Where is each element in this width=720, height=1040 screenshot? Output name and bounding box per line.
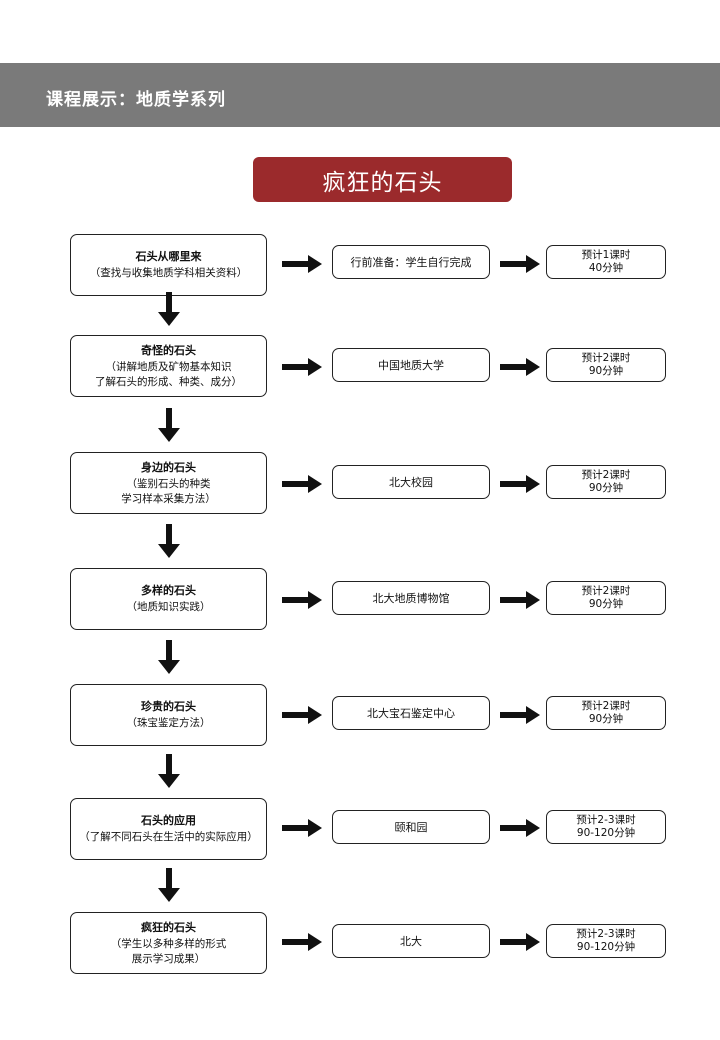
time-minutes: 90分钟 (588, 365, 624, 377)
right-arrow-icon (282, 706, 322, 724)
step-desc: （鉴别石头的种类 (126, 477, 211, 490)
step-box-1: 石头从哪里来 （查找与收集地质学科相关资料） (70, 234, 267, 296)
time-box-2: 预计2课时 90分钟 (546, 348, 666, 382)
down-arrow-icon (158, 754, 180, 788)
location-box-5: 北大宝石鉴定中心 (332, 696, 490, 730)
location-label: 北大地质博物馆 (372, 591, 450, 605)
down-arrow-icon (158, 408, 180, 442)
time-hours: 预计2课时 (581, 585, 631, 597)
right-arrow-icon (500, 358, 540, 376)
time-minutes: 90-120分钟 (576, 941, 636, 953)
step-title: 疯狂的石头 (141, 920, 196, 934)
step-desc: （珠宝鉴定方法） (126, 717, 211, 729)
time-box-1: 预计1课时 40分钟 (546, 245, 666, 279)
location-box-6: 颐和园 (332, 810, 490, 844)
time-hours: 预计2-3课时 (576, 814, 636, 826)
right-arrow-icon (500, 475, 540, 493)
step-desc: 了解石头的形成、种类、成分） (95, 375, 242, 388)
time-hours: 预计1课时 (581, 249, 631, 261)
right-arrow-icon (282, 255, 322, 273)
location-label: 北大校园 (389, 475, 433, 489)
time-minutes: 90-120分钟 (576, 827, 636, 839)
time-box-7: 预计2-3课时 90-120分钟 (546, 924, 666, 958)
step-box-4: 多样的石头 （地质知识实践） (70, 568, 267, 630)
location-label: 颐和园 (394, 820, 428, 834)
down-arrow-icon (158, 868, 180, 902)
step-box-6: 石头的应用 （了解不同石头在生活中的实际应用） (70, 798, 267, 860)
right-arrow-icon (500, 933, 540, 951)
time-box-4: 预计2课时 90分钟 (546, 581, 666, 615)
step-desc: （地质知识实践） (126, 601, 211, 613)
right-arrow-icon (282, 475, 322, 493)
time-hours: 预计2课时 (581, 352, 631, 364)
step-box-3: 身边的石头 （鉴别石头的种类 学习样本采集方法） (70, 452, 267, 514)
time-box-5: 预计2课时 90分钟 (546, 696, 666, 730)
right-arrow-icon (500, 255, 540, 273)
right-arrow-icon (282, 358, 322, 376)
step-desc: （讲解地质及矿物基本知识 (105, 360, 232, 373)
time-minutes: 40分钟 (588, 262, 624, 274)
right-arrow-icon (500, 819, 540, 837)
right-arrow-icon (282, 933, 322, 951)
time-minutes: 90分钟 (588, 482, 624, 494)
header-bar: 课程展示：地质学系列 (0, 63, 720, 127)
step-title: 石头的应用 (141, 814, 196, 827)
time-box-6: 预计2-3课时 90-120分钟 (546, 810, 666, 844)
step-title: 石头从哪里来 (135, 250, 202, 263)
right-arrow-icon (282, 591, 322, 609)
location-label: 行前准备：学生自行完成 (350, 255, 472, 269)
step-desc: （学生以多种多样的形式 (110, 937, 227, 950)
step-desc: （了解不同石头在生活中的实际应用） (79, 831, 258, 843)
location-box-3: 北大校园 (332, 465, 490, 499)
location-box-1: 行前准备：学生自行完成 (332, 245, 490, 279)
diagram-title: 疯狂的石头 (322, 169, 443, 196)
time-minutes: 90分钟 (588, 713, 624, 725)
location-label: 北大 (400, 934, 422, 948)
time-box-3: 预计2课时 90分钟 (546, 465, 666, 499)
step-title: 身边的石头 (141, 460, 196, 474)
right-arrow-icon (500, 706, 540, 724)
step-desc: 学习样本采集方法） (121, 492, 216, 505)
down-arrow-icon (158, 292, 180, 326)
location-label: 中国地质大学 (378, 358, 444, 372)
location-box-2: 中国地质大学 (332, 348, 490, 382)
time-hours: 预计2课时 (581, 469, 631, 481)
page-title: 课程展示：地质学系列 (46, 90, 226, 110)
right-arrow-icon (500, 591, 540, 609)
step-box-7: 疯狂的石头 （学生以多种多样的形式 展示学习成果） (70, 912, 267, 974)
time-minutes: 90分钟 (588, 598, 624, 610)
location-box-4: 北大地质博物馆 (332, 581, 490, 615)
step-desc: 展示学习成果） (131, 952, 206, 965)
down-arrow-icon (158, 640, 180, 674)
step-title: 奇怪的石头 (141, 343, 196, 357)
down-arrow-icon (158, 524, 180, 558)
location-label: 北大宝石鉴定中心 (367, 706, 455, 720)
step-box-5: 珍贵的石头 （珠宝鉴定方法） (70, 684, 267, 746)
location-box-7: 北大 (332, 924, 490, 958)
step-box-2: 奇怪的石头 （讲解地质及矿物基本知识 了解石头的形成、种类、成分） (70, 335, 267, 397)
diagram-title-banner: 疯狂的石头 (253, 157, 512, 202)
time-hours: 预计2课时 (581, 700, 631, 712)
step-title: 珍贵的石头 (141, 700, 196, 713)
step-desc: （查找与收集地质学科相关资料） (89, 267, 248, 279)
right-arrow-icon (282, 819, 322, 837)
time-hours: 预计2-3课时 (576, 928, 636, 940)
step-title: 多样的石头 (141, 584, 196, 597)
